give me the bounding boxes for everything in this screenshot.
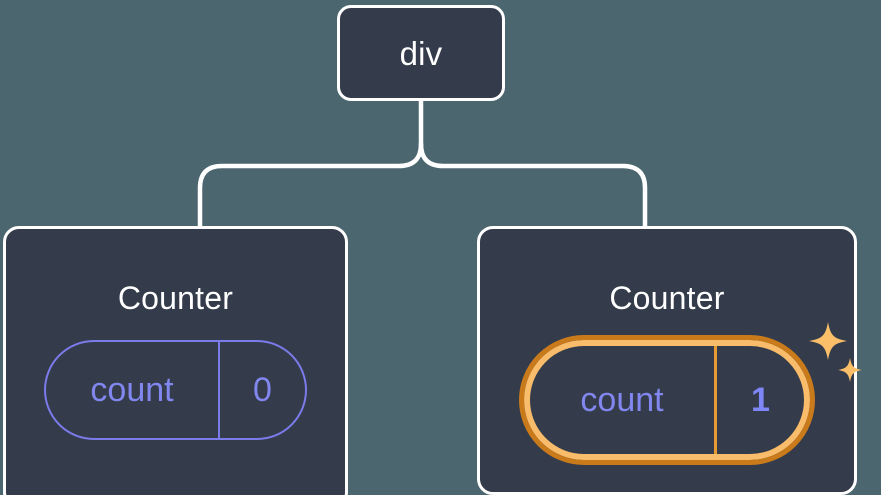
- connector-path: [418, 98, 648, 230]
- node-div-label: div: [399, 34, 443, 72]
- sparkles-group: [809, 322, 862, 382]
- node-div[interactable]: div: [337, 5, 505, 101]
- state-key-left: count: [90, 370, 174, 409]
- state-pill-right-wrap: count 1: [519, 322, 862, 465]
- node-counter-left[interactable]: Counter count 0: [3, 226, 348, 495]
- sparkle-small-icon: [838, 358, 862, 382]
- counter-left-title: Counter: [117, 280, 234, 316]
- node-counter-right[interactable]: Counter count 1: [477, 226, 862, 495]
- counter-right-title: Counter: [609, 280, 725, 316]
- state-key-right: count: [580, 380, 664, 419]
- state-pill-right[interactable]: count 1: [519, 335, 815, 465]
- connector-path-left: [197, 141, 424, 230]
- sparkle-icon: [809, 322, 847, 360]
- state-pill-left-wrap: count 0: [44, 340, 307, 440]
- state-value-left: 0: [218, 342, 305, 438]
- state-value-right: 1: [714, 346, 804, 454]
- state-pill-left[interactable]: count 0: [44, 340, 307, 440]
